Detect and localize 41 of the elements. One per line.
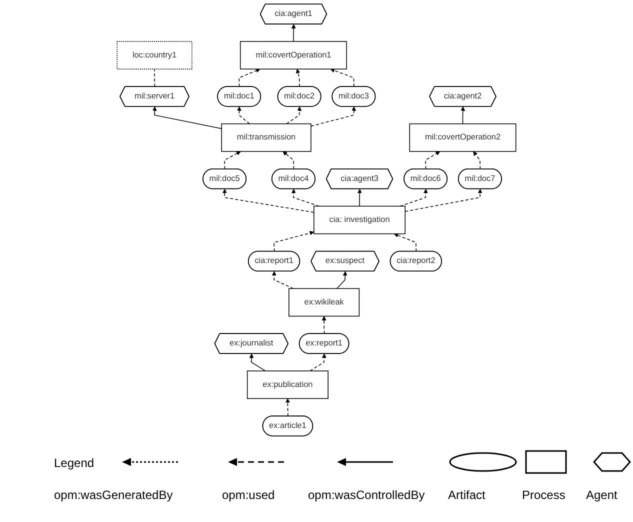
legend-label: opm:wasControlledBy bbox=[308, 488, 425, 502]
arrow bbox=[291, 24, 296, 42]
arrow bbox=[296, 68, 300, 88]
arrow bbox=[404, 188, 482, 212]
arrow bbox=[394, 233, 417, 252]
arrow bbox=[238, 68, 260, 88]
node-box: ex:wikileak bbox=[288, 288, 360, 317]
arrow bbox=[460, 106, 466, 124]
arrow bbox=[425, 151, 440, 170]
legend-label: opm:used bbox=[222, 488, 275, 502]
arrow bbox=[285, 398, 290, 417]
legend-label: Agent bbox=[586, 488, 618, 502]
arrow bbox=[473, 151, 481, 170]
node-box: mil:covertOperation2 bbox=[409, 123, 516, 152]
arrow bbox=[249, 354, 266, 372]
arrow bbox=[236, 106, 250, 124]
legend-title: Legend bbox=[54, 456, 94, 470]
node-box: loc:country1 bbox=[116, 41, 192, 70]
legend-label: Artifact bbox=[448, 488, 486, 502]
connector bbox=[154, 68, 156, 88]
node-box: cia: investigation bbox=[314, 206, 406, 234]
arrow bbox=[310, 106, 356, 126]
legend-label: opm:wasGeneratedBy bbox=[54, 488, 173, 502]
arrow bbox=[274, 230, 314, 252]
arrow bbox=[222, 188, 314, 213]
arrow bbox=[291, 188, 320, 207]
arrow bbox=[400, 188, 428, 207]
legend-label: Process bbox=[522, 488, 566, 502]
arrow bbox=[224, 151, 241, 170]
arrow bbox=[310, 354, 326, 372]
node-box: ex:publication bbox=[246, 370, 328, 399]
node-box: mil:covertOperation1 bbox=[240, 41, 347, 70]
node-box: mil:transmission bbox=[221, 123, 312, 152]
arrow bbox=[322, 316, 326, 334]
arrow bbox=[152, 106, 222, 129]
arrow bbox=[286, 106, 302, 124]
arrow bbox=[357, 188, 362, 207]
arrow bbox=[330, 68, 354, 88]
arrow bbox=[282, 151, 294, 170]
arrow bbox=[272, 271, 294, 289]
arrow bbox=[336, 271, 348, 289]
